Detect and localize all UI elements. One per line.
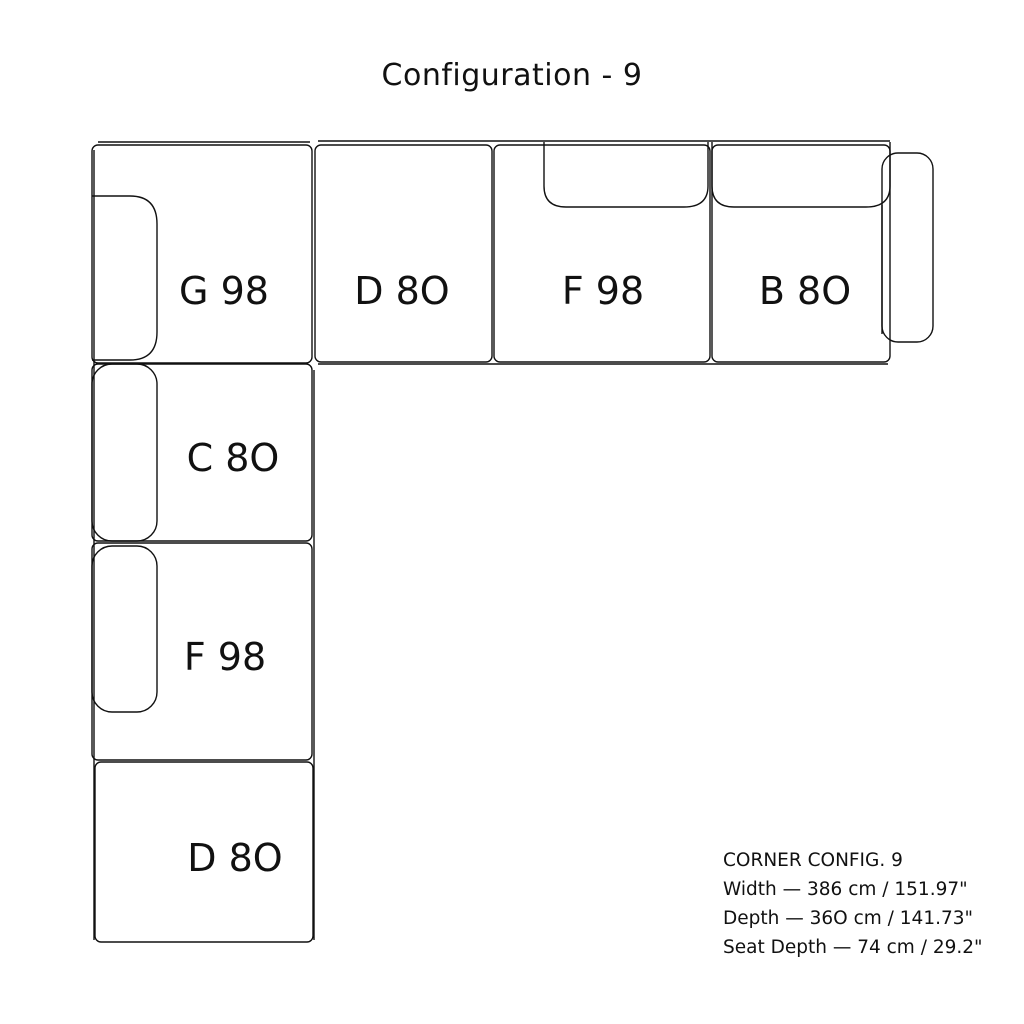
label-c80: C 8O bbox=[187, 436, 280, 480]
label-b80: B 8O bbox=[759, 269, 851, 313]
label-d80-top: D 8O bbox=[354, 269, 449, 313]
spec-seat-depth: Seat Depth — 74 cm / 29.2" bbox=[723, 937, 983, 958]
armrest-g98 bbox=[92, 195, 158, 361]
armrest-f98-left bbox=[91, 545, 158, 713]
backrest-f98-top bbox=[543, 142, 709, 208]
module-b80[interactable] bbox=[711, 142, 934, 363]
module-f98-left[interactable] bbox=[91, 542, 313, 761]
armrest-c80 bbox=[91, 363, 158, 542]
module-c80[interactable] bbox=[91, 363, 313, 542]
module-g98[interactable] bbox=[91, 144, 313, 364]
label-g98: G 98 bbox=[179, 269, 269, 313]
module-d80-left[interactable] bbox=[94, 761, 314, 943]
backrest-b80 bbox=[711, 142, 891, 208]
module-f98-top[interactable] bbox=[493, 142, 711, 363]
side-cushion-b80 bbox=[881, 152, 934, 343]
spec-depth: Depth — 36O cm / 141.73" bbox=[723, 908, 974, 929]
spec-block: CORNER CONFIG. 9 Width — 386 cm / 151.97… bbox=[723, 846, 983, 962]
label-f98-left: F 98 bbox=[184, 635, 266, 679]
spec-heading: CORNER CONFIG. 9 bbox=[723, 850, 903, 871]
spec-width: Width — 386 cm / 151.97" bbox=[723, 879, 968, 900]
top-back-line bbox=[98, 140, 890, 143]
module-d80-top[interactable] bbox=[314, 144, 493, 363]
label-d80-left: D 8O bbox=[187, 836, 282, 880]
label-f98-top: F 98 bbox=[562, 269, 644, 313]
diagram-title: Configuration - 9 bbox=[381, 58, 643, 93]
